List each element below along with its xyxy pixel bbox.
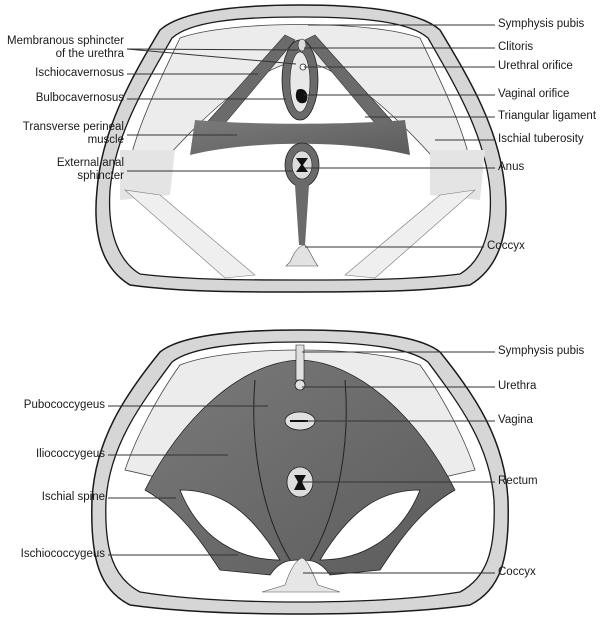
label-coccyx-top: Coccyx: [487, 240, 525, 252]
label-ischial-tuberosity: Ischial tuberosity: [498, 133, 584, 145]
label-iliococcygeus: Iliococcygeus: [35, 448, 105, 460]
label-pubococcygeus: Pubococcygeus: [23, 399, 105, 411]
label-line-2: of the urethra: [55, 48, 124, 60]
leader-membranous-sphincter: [126, 48, 299, 65]
label-rectum: Rectum: [498, 475, 538, 487]
label-ischial-spine: Ischial spine: [41, 491, 105, 503]
label-symphysis-pubis-bottom: Symphysis pubis: [498, 345, 585, 357]
top-transverse-perineal: [190, 120, 410, 155]
top-sacrotuberous-left: [124, 189, 256, 279]
label-urethral-orifice: Urethral orifice: [498, 60, 573, 72]
bottom-panel: [91, 329, 509, 615]
top-ischial-tuberosity-right: [430, 150, 485, 200]
label-anus: Anus: [498, 161, 525, 173]
bottom-pubococcygeus-left: [253, 379, 291, 561]
top-coccyx: [285, 244, 319, 267]
bottom-coccyx: [261, 557, 341, 593]
top-anococcygeal-body: [295, 185, 309, 245]
bottom-rectal-opening: [294, 475, 306, 490]
label-urethra: Urethra: [498, 380, 537, 392]
label-bulbocavernosus: Bulbocavernosus: [35, 92, 124, 104]
label-vagina: Vagina: [498, 414, 533, 426]
label-symphysis-pubis-top: Symphysis pubis: [498, 18, 585, 30]
label-line-1: External anal: [56, 157, 124, 169]
bottom-urethra: [294, 379, 306, 391]
label-membranous-sphincter: Membranous sphincter of the urethra: [7, 35, 124, 61]
top-vestibule: [289, 51, 311, 113]
bottom-opening-left: [179, 489, 281, 561]
label-external-anal-sphincter: External anal sphincter: [57, 157, 124, 183]
bottom-urogenital-column: [295, 344, 305, 381]
leader-lines: [108, 24, 495, 574]
top-ischial-tuberosity-left: [120, 150, 175, 200]
label-triangular-ligament: Triangular ligament: [498, 110, 597, 122]
label-line-2: sphincter: [77, 170, 124, 182]
label-ischiocavernosus: Ischiocavernosus: [35, 67, 124, 79]
label-coccyx-bottom: Coccyx: [498, 566, 536, 578]
top-panel: [95, 4, 507, 293]
top-vaginal-orifice: [295, 89, 308, 104]
label-ischiococcygeus: Ischiococcygeus: [20, 548, 105, 560]
top-sacrotuberous-right: [344, 189, 476, 279]
label-line-1: Transverse perineal: [22, 121, 124, 133]
label-clitoris: Clitoris: [498, 41, 534, 53]
top-clitoris: [297, 38, 307, 52]
label-vaginal-orifice: Vaginal orifice: [498, 88, 570, 100]
label-line-1: Membranous sphincter: [7, 35, 124, 47]
label-line-2: muscle: [87, 134, 124, 146]
bottom-opening-right: [319, 489, 421, 561]
bottom-pubococcygeus-right: [309, 379, 347, 561]
label-transverse-perineal-muscle: Transverse perineal muscle: [23, 121, 124, 147]
